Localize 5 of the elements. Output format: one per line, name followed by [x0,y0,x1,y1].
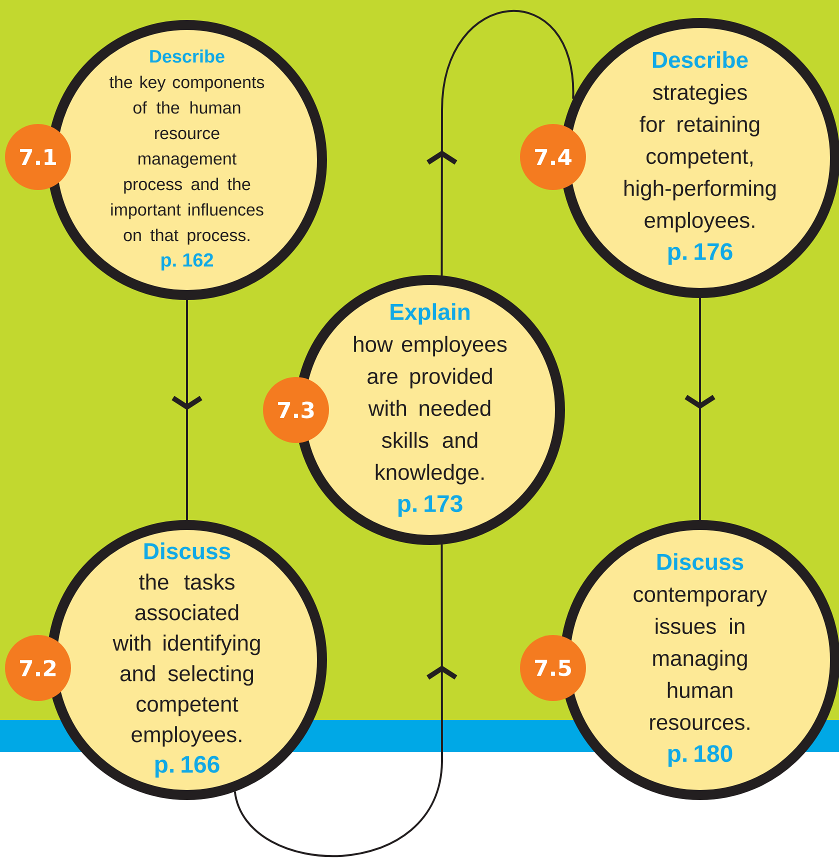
number-badge: 7.1 [5,124,71,190]
number-badge: 7.5 [520,635,586,701]
number-badge: 7.3 [263,377,329,443]
number-badge: 7.2 [5,635,71,701]
number-badge: 7.4 [520,124,586,190]
